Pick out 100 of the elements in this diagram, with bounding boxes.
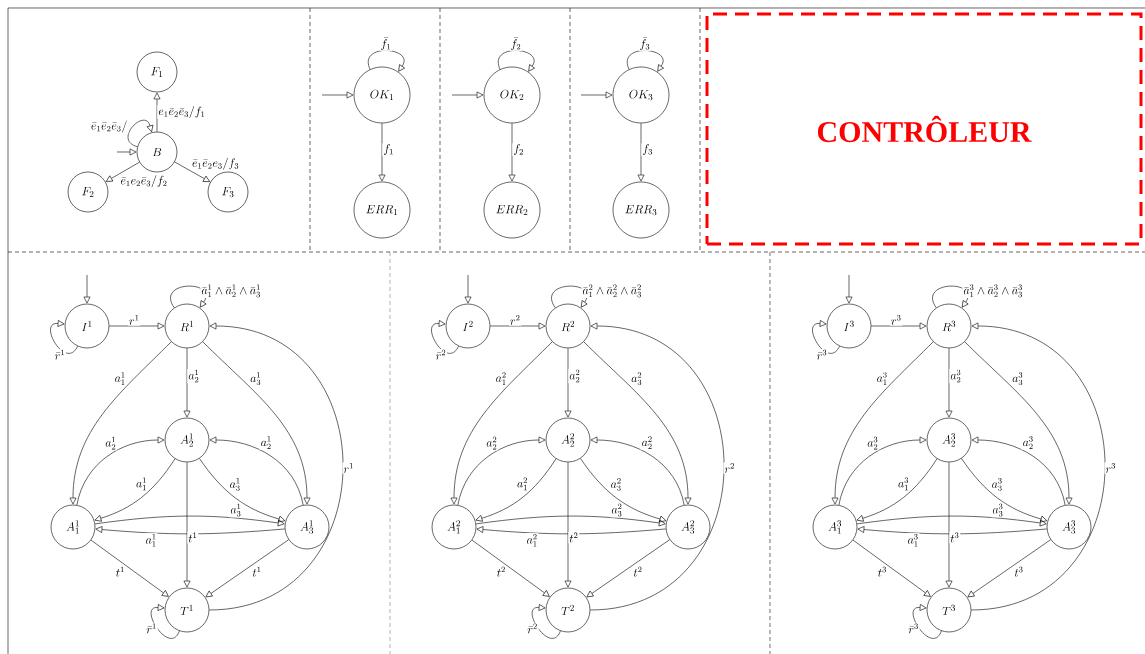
arrow	[971, 322, 1106, 611]
edge-label: $a^2_1$	[516, 476, 529, 492]
edge-label: $a^3_3$	[1011, 371, 1025, 386]
arrow	[564, 348, 572, 418]
edge-label: $r^2$	[509, 314, 522, 326]
loop-arrow	[367, 50, 405, 72]
loop-arrow	[50, 320, 78, 354]
arrow	[945, 348, 953, 418]
edge-label: $\bar{f}_1$	[379, 36, 393, 51]
initial-arrow	[83, 274, 91, 304]
edge-label: $\bar{f}_2$	[509, 36, 523, 51]
edge-label: $a^3_1$	[906, 533, 920, 548]
arrow	[94, 458, 176, 522]
edge-label: $e_1\bar{e}_2\bar{e}_3/f_1$	[157, 105, 207, 119]
initial-arrow	[451, 91, 484, 99]
arrow	[637, 123, 645, 182]
initial-arrow	[116, 148, 137, 156]
edge-label: $a^3_2$	[866, 436, 880, 451]
edge-label: $t^2$	[632, 565, 644, 578]
edge-label: $\bar{e}_1\bar{e}_2 e_3/f_3$	[191, 156, 241, 171]
loop-arrow	[150, 604, 180, 639]
arrow	[476, 526, 667, 535]
edge-label: $a^1_1$	[113, 371, 127, 386]
arrow	[95, 526, 286, 535]
arrow	[94, 515, 285, 527]
arrow	[471, 539, 550, 597]
loop-arrow	[170, 285, 207, 309]
arrow	[586, 539, 670, 598]
loop-arrow	[551, 285, 588, 309]
arrow	[378, 123, 386, 182]
edge-label: $r^1$	[128, 314, 141, 326]
edge-label: $t^1$	[114, 565, 126, 578]
edge-label: $t^3$	[1013, 565, 1025, 578]
arrow	[964, 341, 1073, 505]
initial-arrow	[580, 91, 613, 99]
controller-box: CONTRÔLEUR	[705, 12, 1143, 246]
edge-label: $a^1_3$	[249, 371, 263, 386]
loop-arrow	[626, 50, 664, 72]
edge-label: $\bar{a}^1_1\wedge\bar{a}^1_2\wedge\bar{a}^1_3$	[200, 283, 262, 299]
loop-arrow	[531, 604, 561, 639]
initial-arrow	[464, 274, 472, 304]
arrow	[490, 322, 546, 330]
arrow	[183, 348, 191, 418]
arrow	[838, 436, 927, 506]
edge-label: $r^3$	[890, 314, 903, 326]
edge-label: $\bar{a}^3_1\wedge\bar{a}^3_2\wedge\bar{a}^3_3$	[962, 283, 1024, 299]
edge-label: $r^2$	[723, 462, 736, 474]
arrow	[153, 92, 161, 132]
edge-label: $\bar{r}^1$	[145, 622, 158, 635]
arrow	[967, 539, 1051, 598]
edge-label: $a^1_2$	[104, 436, 118, 451]
arrow	[971, 436, 1066, 506]
loop-arrow	[497, 50, 535, 72]
arrow	[475, 458, 557, 522]
loop-arrow	[812, 320, 840, 354]
edge-label: $\bar{f}_3$	[638, 36, 652, 51]
edge-label: $a^3_3$	[991, 502, 1005, 518]
initial-arrow	[321, 91, 354, 99]
arrow	[450, 341, 553, 505]
loop-arrow	[932, 285, 969, 309]
arrow	[205, 539, 289, 598]
edge-label: $\bar{e}_1\bar{e}_2\bar{e}_3/$	[89, 119, 129, 134]
edge-label: $f_2$	[512, 143, 525, 156]
edge-label: $t^2$	[495, 565, 507, 578]
edge-label: $a^1_1$	[135, 476, 148, 492]
edge-label: $a^1_3$	[228, 477, 242, 492]
edge-label: $t^3$	[876, 565, 888, 578]
arrow	[852, 539, 931, 597]
arrow	[174, 161, 211, 182]
arrow	[69, 341, 172, 505]
edge-label: $t^1$	[187, 531, 199, 544]
arrow	[590, 322, 725, 611]
arrow	[871, 322, 927, 330]
edge-label: $a^2_3$	[630, 371, 644, 386]
arrow	[856, 458, 938, 522]
arrow	[183, 462, 191, 588]
edge-label: $t^3$	[949, 531, 961, 544]
edge-label: $a^3_3$	[990, 477, 1004, 492]
arrow	[76, 436, 165, 506]
edge-label: $a^2_1$	[494, 371, 508, 386]
edge-label: $a^3_1$	[897, 476, 910, 492]
edge-label: $\bar{r}^2$	[526, 622, 539, 635]
edge-label: $f_1$	[382, 143, 395, 156]
arrow	[199, 458, 286, 523]
initial-arrow	[845, 274, 853, 304]
arrow	[857, 526, 1048, 535]
edge-label: $a^2_2$	[485, 436, 499, 451]
edge-label: $a^3_2$	[1021, 435, 1035, 450]
arrow	[209, 322, 344, 611]
loop-arrow	[912, 604, 942, 639]
arrow	[109, 322, 165, 330]
edge-label: $\bar{e}_1 e_2\bar{e}_3/f_2$	[119, 174, 169, 189]
arrow	[856, 515, 1047, 527]
arrow	[580, 458, 667, 523]
arrow	[90, 539, 169, 597]
arrow	[202, 341, 311, 505]
edge-label: $\bar{r}^3$	[815, 348, 829, 361]
edge-label: $r^1$	[342, 462, 355, 474]
edge-label: $\bar{a}^2_1\wedge\bar{a}^2_2\wedge\bar{a}^2_3$	[581, 283, 643, 299]
arrow	[583, 341, 692, 505]
